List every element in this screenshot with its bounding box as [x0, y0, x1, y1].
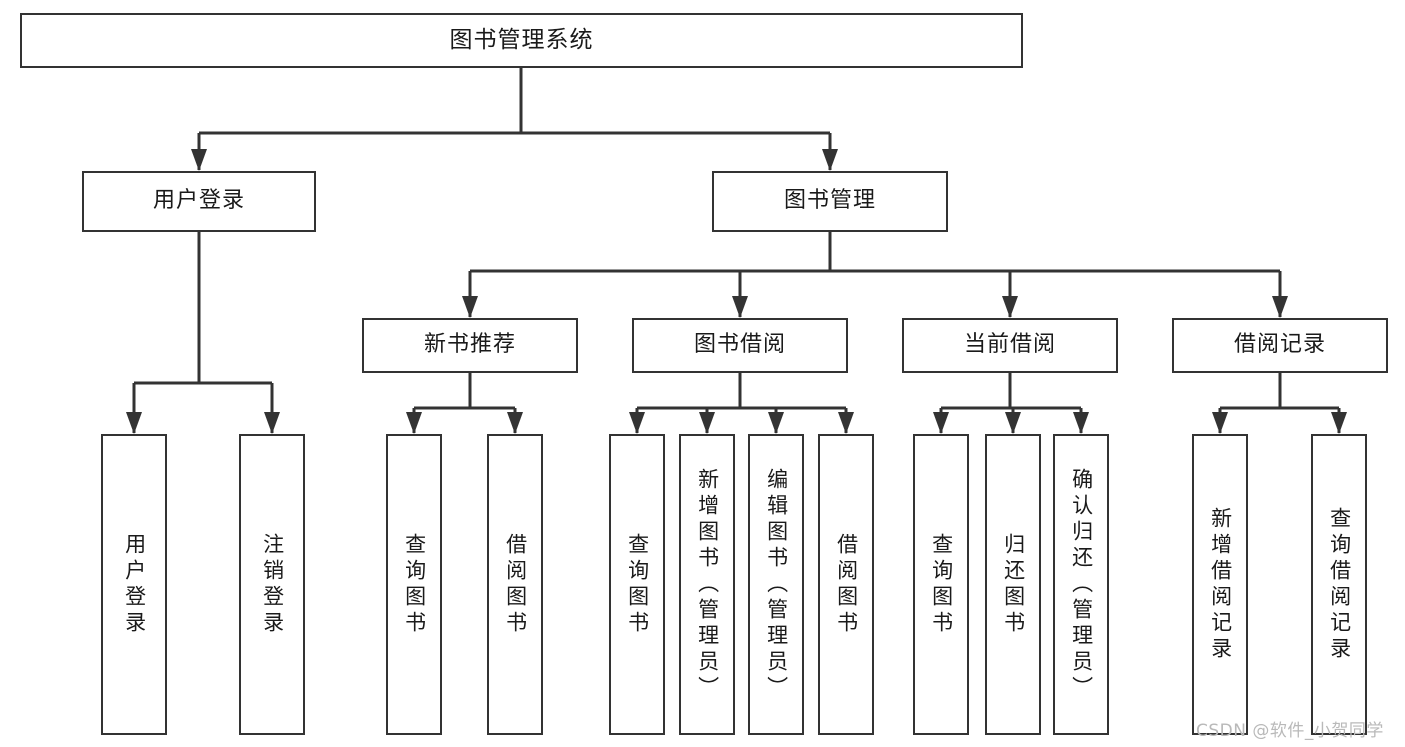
node-label: 查询图书 — [402, 532, 427, 637]
node-label: 图书管理系统 — [449, 26, 594, 53]
node-label: 注销登录 — [260, 532, 285, 637]
node-leaf-add-record[interactable]: 新增借阅记录 — [1192, 434, 1248, 735]
node-label: 用户登录 — [122, 532, 147, 637]
node-leaf-return-book[interactable]: 归还图书 — [985, 434, 1041, 735]
node-leaf-confirm-return[interactable]: 确认归还（管理员） — [1053, 434, 1109, 735]
node-borrow-record[interactable]: 借阅记录 — [1172, 318, 1388, 373]
node-label: 查询图书 — [625, 532, 650, 637]
node-leaf-borrow-book-2[interactable]: 借阅图书 — [818, 434, 874, 735]
node-current-borrow[interactable]: 当前借阅 — [902, 318, 1118, 373]
node-leaf-borrow-book-1[interactable]: 借阅图书 — [487, 434, 543, 735]
node-root-system[interactable]: 图书管理系统 — [20, 13, 1023, 68]
node-label: 新增图书（管理员） — [695, 467, 720, 702]
node-leaf-query-book-3[interactable]: 查询图书 — [913, 434, 969, 735]
node-label: 归还图书 — [1001, 532, 1026, 637]
node-leaf-query-record[interactable]: 查询借阅记录 — [1311, 434, 1367, 735]
node-label: 用户登录 — [152, 188, 245, 214]
node-leaf-add-book[interactable]: 新增图书（管理员） — [679, 434, 735, 735]
node-label: 当前借阅 — [963, 332, 1056, 358]
node-leaf-edit-book[interactable]: 编辑图书（管理员） — [748, 434, 804, 735]
node-label: 图书借阅 — [693, 332, 786, 358]
node-leaf-logout[interactable]: 注销登录 — [239, 434, 305, 735]
node-label: 查询借阅记录 — [1327, 506, 1352, 663]
node-new-book-recommend[interactable]: 新书推荐 — [362, 318, 578, 373]
node-user-login[interactable]: 用户登录 — [82, 171, 316, 232]
node-book-borrow[interactable]: 图书借阅 — [632, 318, 848, 373]
csdn-watermark: CSDN @软件_小贺同学 — [1196, 721, 1384, 741]
node-label: 新书推荐 — [423, 332, 516, 358]
node-label: 确认归还（管理员） — [1069, 467, 1094, 702]
node-label: 新增借阅记录 — [1208, 506, 1233, 663]
node-label: 借阅记录 — [1233, 332, 1326, 358]
node-leaf-user-login[interactable]: 用户登录 — [101, 434, 167, 735]
node-label: 查询图书 — [929, 532, 954, 637]
node-label: 图书管理 — [783, 188, 876, 214]
node-book-manage[interactable]: 图书管理 — [712, 171, 948, 232]
node-label: 借阅图书 — [503, 532, 528, 637]
node-leaf-query-book-2[interactable]: 查询图书 — [609, 434, 665, 735]
node-leaf-query-book-1[interactable]: 查询图书 — [386, 434, 442, 735]
node-label: 编辑图书（管理员） — [764, 467, 789, 702]
node-label: 借阅图书 — [834, 532, 859, 637]
